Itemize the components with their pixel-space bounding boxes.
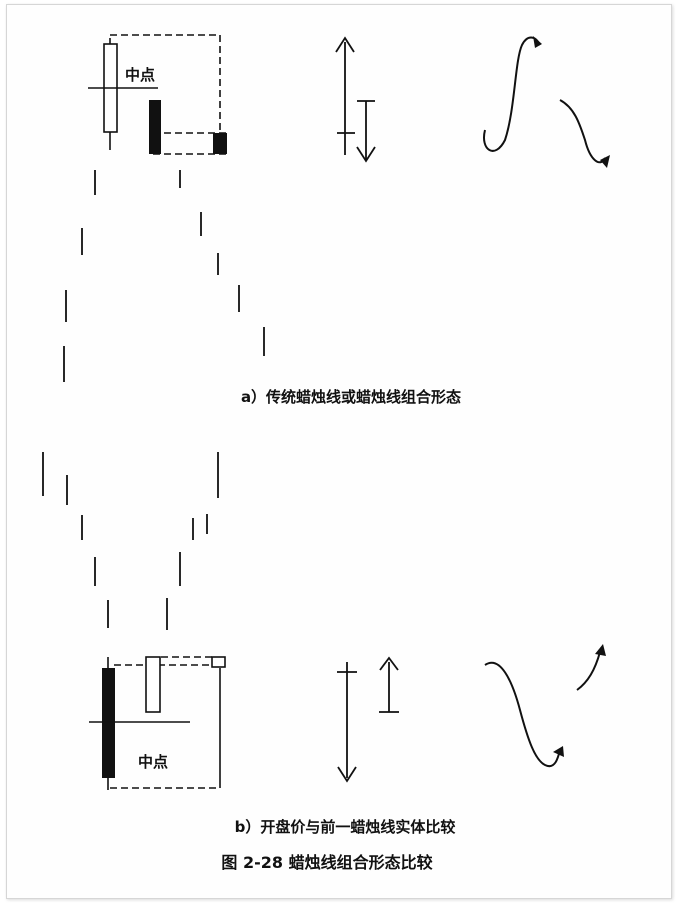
panel-b-dashed-range-box xyxy=(110,656,220,789)
panel-a-range-arrows xyxy=(335,36,376,163)
panel-a-black-candle xyxy=(149,100,161,154)
panel-b-range-arrows xyxy=(337,656,399,783)
panel-a-small-black-candle xyxy=(213,133,227,154)
panel-a-candles xyxy=(88,34,227,155)
scattered-tick-marks xyxy=(42,170,265,630)
panel-b-white-candle xyxy=(145,656,161,713)
panel-a-caption: a）传统蜡烛线或蜡烛线组合形态 xyxy=(240,388,462,406)
panel-b-small-white-candle xyxy=(211,656,226,668)
panel-b-midpoint-label: 中点 xyxy=(138,753,169,771)
panel-a-trend-curves xyxy=(483,36,610,168)
panel-a-dashed-range-box xyxy=(110,34,221,133)
panel-b-caption: b）开盘价与前一蜡烛线实体比较 xyxy=(234,818,456,836)
panel-b-candles xyxy=(89,656,226,790)
panel-a-midpoint-label: 中点 xyxy=(125,66,156,84)
figure-title: 图 2-28 蜡烛线组合形态比较 xyxy=(221,853,433,872)
panel-b-trend-curves xyxy=(484,644,606,768)
panel-b-black-candle xyxy=(102,668,115,778)
